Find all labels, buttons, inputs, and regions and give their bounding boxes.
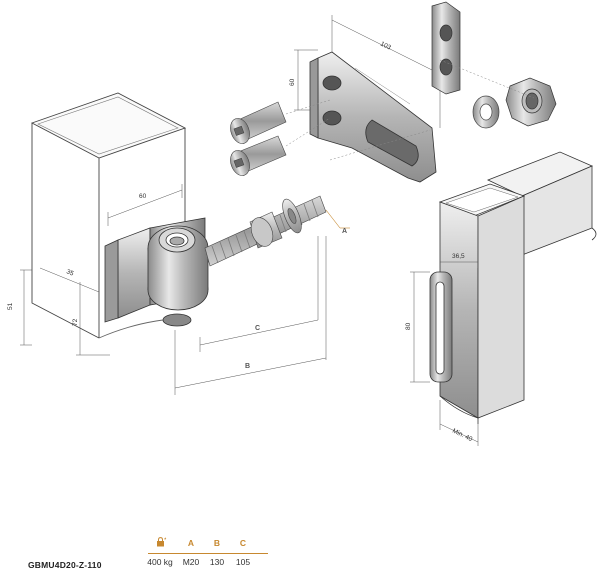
dim-bracket-height: 60 xyxy=(289,78,296,86)
spec-col-a: A M20 xyxy=(178,536,204,568)
dim-gate-post-width: 36,5 xyxy=(452,253,465,260)
dim-plate-height: 51 xyxy=(7,302,14,310)
label-a-pointer xyxy=(325,209,350,229)
svg-text:*: * xyxy=(164,538,166,544)
spec-value-c: 105 xyxy=(235,557,251,567)
socket-screws xyxy=(230,101,287,176)
spec-col-c: C 105 xyxy=(230,536,256,568)
slotted-bracket xyxy=(309,51,437,183)
gate-tube-dimensions xyxy=(410,210,479,446)
nut-plate xyxy=(431,1,461,95)
label-c: C xyxy=(255,325,260,332)
dim-post-width: 60 xyxy=(139,193,147,200)
spec-table: GBMU4D20-Z-110 * 400 kg A M20 B 130 C 10… xyxy=(28,536,268,572)
spec-divider xyxy=(148,553,268,554)
spec-header-b: B xyxy=(213,538,221,548)
dim-slot-height: 80 xyxy=(405,322,412,330)
length-dimensions xyxy=(174,236,327,395)
washer xyxy=(472,95,500,129)
spec-value-b: 130 xyxy=(209,557,225,567)
weight-lock-icon: * xyxy=(156,537,166,547)
product-code: GBMU4D20-Z-110 xyxy=(28,560,102,570)
hinge-exploded-diagram: 60 35 51 72 xyxy=(7,1,597,446)
spec-value-a: M20 xyxy=(182,557,200,567)
dim-post-depth: 35 xyxy=(65,268,75,277)
spec-col-weight: * 400 kg xyxy=(140,536,180,568)
left-post xyxy=(30,92,187,339)
dim-side-height: 72 xyxy=(72,318,79,326)
spec-col-b: B 130 xyxy=(204,536,230,568)
hex-nut xyxy=(505,77,557,127)
alignment-lines xyxy=(285,59,535,161)
label-a: A xyxy=(342,228,347,235)
bracket-dimensions xyxy=(294,15,441,128)
label-b: B xyxy=(245,363,250,370)
dim-gate-min: Min. 40 xyxy=(451,428,474,444)
threaded-bolt xyxy=(204,195,327,267)
spec-header-a: A xyxy=(187,538,195,548)
spec-weight-value: 400 kg xyxy=(147,557,173,567)
left-post-dimensions xyxy=(20,184,183,356)
dim-bracket-length: 103 xyxy=(379,41,392,52)
hinge-bracket xyxy=(104,217,209,327)
gate-tube xyxy=(429,151,597,424)
spec-header-c: C xyxy=(239,538,247,548)
